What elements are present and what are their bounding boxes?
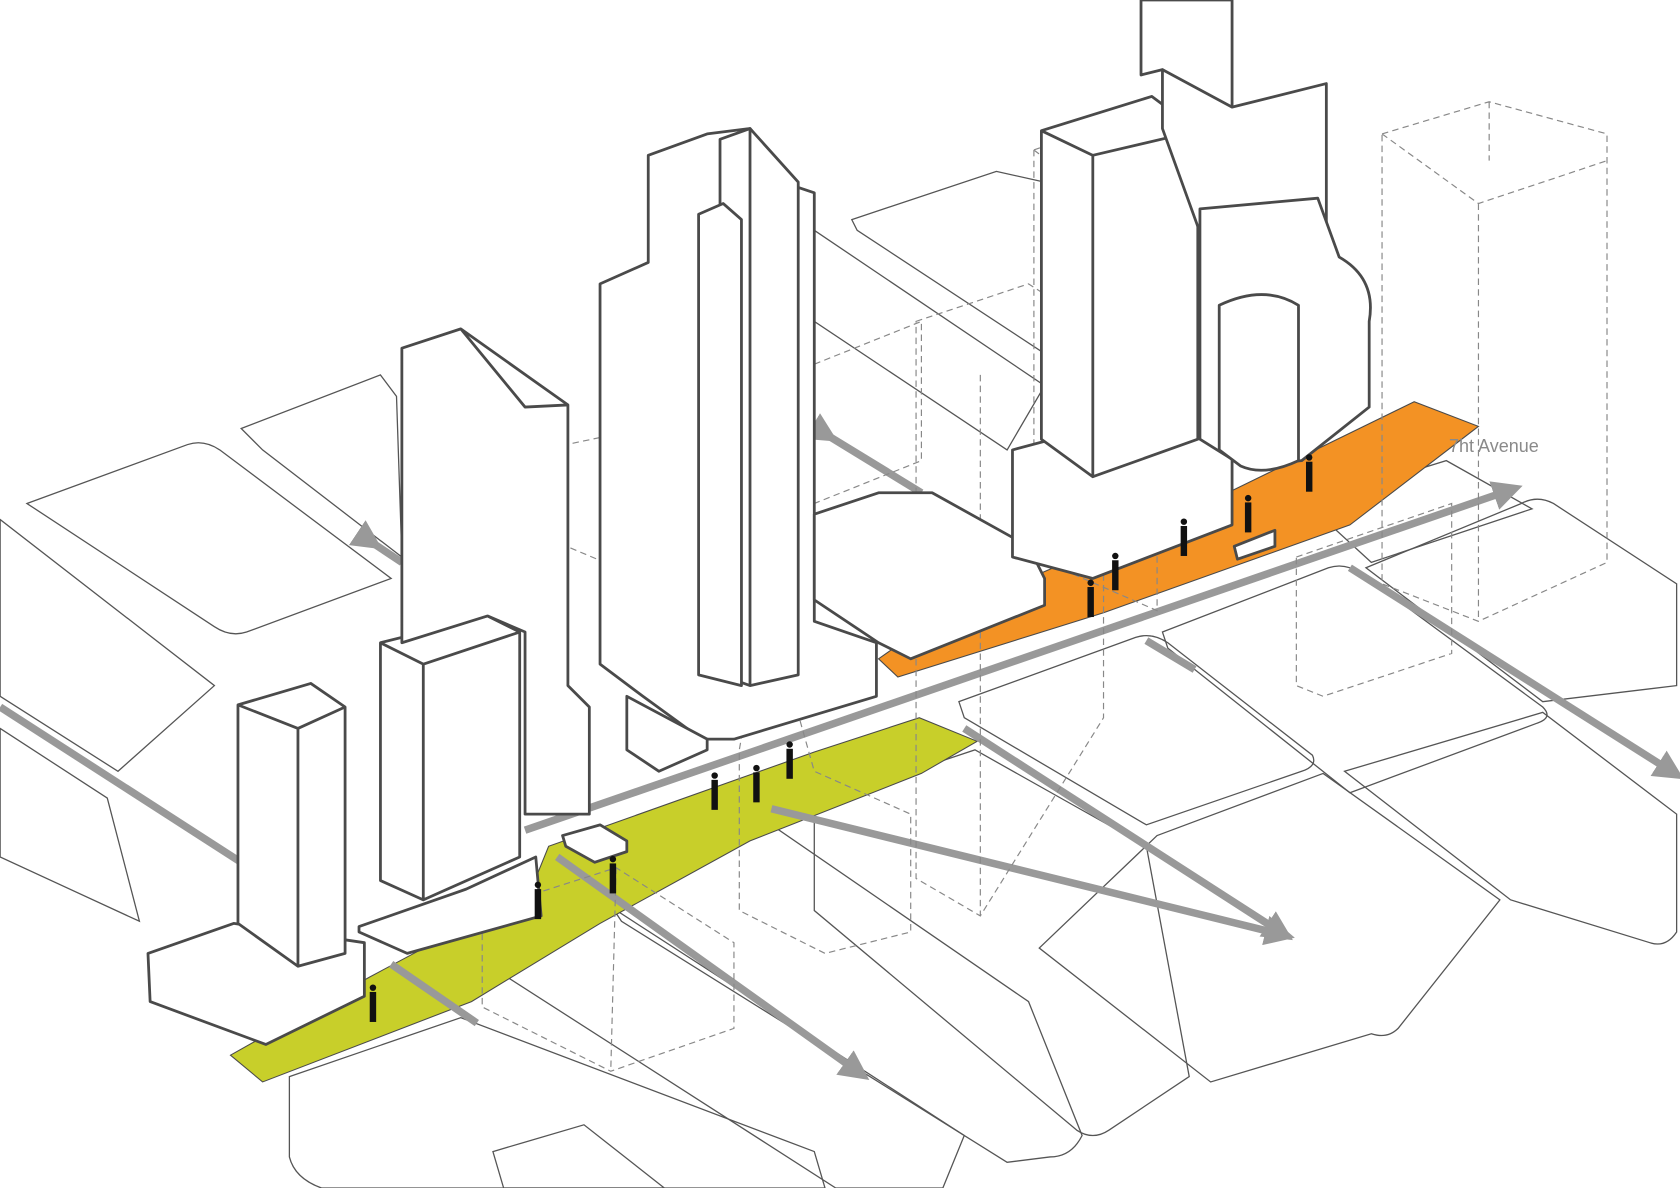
city-blocks xyxy=(0,170,1678,1188)
pedestrians xyxy=(369,454,1313,1022)
kiosk xyxy=(561,823,629,864)
existing-buildings xyxy=(146,0,1372,1046)
street-label: 7ht Avenue xyxy=(1449,436,1539,456)
kiosk xyxy=(1232,528,1277,561)
street-arrows xyxy=(0,413,1680,1080)
